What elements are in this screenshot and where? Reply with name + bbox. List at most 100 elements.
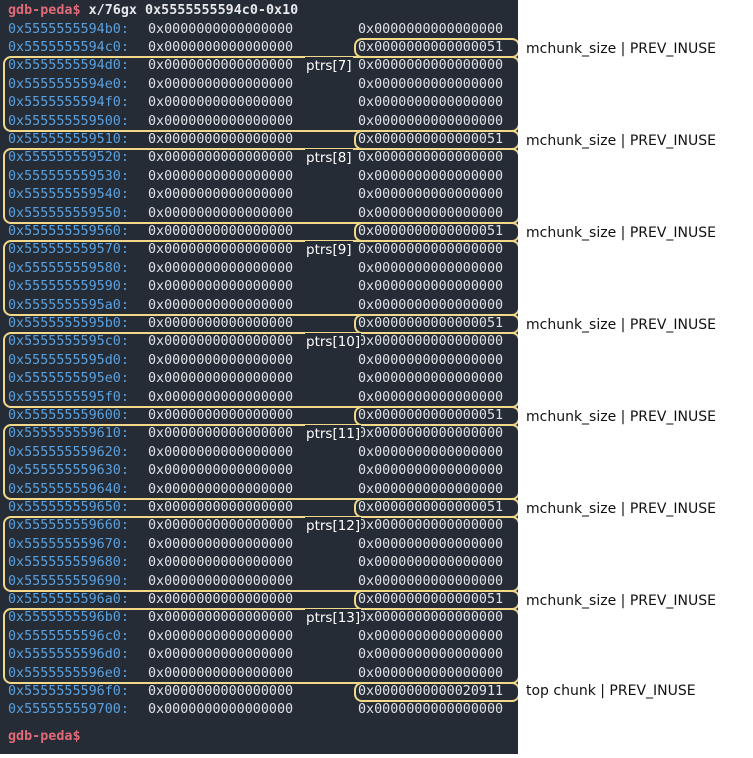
row-address: 0x5555555596c0: <box>8 628 129 644</box>
row-value: 0x0000000000000000 <box>148 591 294 607</box>
gdb-prompt-end: gdb-peda$ <box>8 729 81 744</box>
chunk-label: ptrs[8] <box>305 148 353 167</box>
row-value: 0x0000000000000000 <box>148 334 294 350</box>
row-value: 0x0000000000000000 <box>358 76 504 92</box>
chunk-label: ptrs[12] <box>305 516 362 535</box>
memory-row: 0x5555555594d0: 0x0000000000000000 0x00000… <box>0 57 518 75</box>
row-value: 0x0000000000000000 <box>148 260 294 276</box>
size-note: mchunk_size | PREV_INUSE <box>526 500 716 517</box>
chunk-label: ptrs[7] <box>305 56 353 75</box>
row-value: 0x0000000000000000 <box>148 702 294 718</box>
row-value: 0x0000000000000000 <box>358 297 504 313</box>
row-value: 0x0000000000000051 <box>358 131 504 147</box>
prompt-line[interactable]: gdb-peda$ <box>8 728 81 746</box>
row-value: 0x0000000000000000 <box>358 187 504 203</box>
row-value: 0x0000000000000000 <box>358 58 504 74</box>
row-value: 0x0000000000000000 <box>148 536 294 552</box>
row-value: 0x0000000000000000 <box>358 481 504 497</box>
row-value: 0x0000000000000000 <box>148 463 294 479</box>
gdb-prompt: gdb-peda$ <box>8 3 81 18</box>
memory-row: 0x555555559580: 0x0000000000000000 0x00000… <box>0 260 518 278</box>
row-address: 0x555555559630: <box>8 463 129 479</box>
memory-row: 0x5555555594e0: 0x0000000000000000 0x00000… <box>0 76 518 94</box>
row-address: 0x5555555594b0: <box>8 21 129 37</box>
chunk-label: ptrs[10] <box>305 332 362 351</box>
row-address: 0x555555559700: <box>8 702 129 718</box>
row-address: 0x555555559670: <box>8 536 129 552</box>
row-value: 0x0000000000000000 <box>358 371 504 387</box>
row-address: 0x5555555595f0: <box>8 389 129 405</box>
row-address: 0x5555555595b0: <box>8 315 129 331</box>
row-value: 0x0000000000000000 <box>148 58 294 74</box>
row-address: 0x5555555595d0: <box>8 352 129 368</box>
row-value: 0x0000000000000000 <box>148 518 294 534</box>
row-value: 0x0000000000000000 <box>358 647 504 663</box>
row-address: 0x555555559680: <box>8 555 129 571</box>
row-address: 0x555555559620: <box>8 444 129 460</box>
row-value: 0x0000000000000000 <box>148 499 294 515</box>
row-address: 0x5555555594e0: <box>8 76 129 92</box>
row-address: 0x5555555595a0: <box>8 297 129 313</box>
chunk-label: ptrs[13] <box>305 608 362 627</box>
row-address: 0x555555559610: <box>8 426 129 442</box>
row-address: 0x5555555596e0: <box>8 665 129 681</box>
row-address: 0x5555555596f0: <box>8 683 129 699</box>
row-value: 0x0000000000000000 <box>358 463 504 479</box>
row-value: 0x0000000000000000 <box>358 260 504 276</box>
row-value: 0x0000000000000000 <box>148 407 294 423</box>
row-address: 0x5555555596d0: <box>8 647 129 663</box>
row-value: 0x0000000000000051 <box>358 223 504 239</box>
row-address: 0x555555559530: <box>8 168 129 184</box>
row-value: 0x0000000000000000 <box>358 389 504 405</box>
terminal-window[interactable]: gdb-peda$ x/76gx 0x5555555594c0-0x10 0x5… <box>0 0 518 754</box>
row-value: 0x0000000000000000 <box>148 683 294 699</box>
row-value: 0x0000000000000000 <box>358 242 504 258</box>
row-value: 0x0000000000000000 <box>148 150 294 166</box>
row-address: 0x5555555594d0: <box>8 58 129 74</box>
row-value: 0x0000000000000000 <box>148 371 294 387</box>
row-value: 0x0000000000000000 <box>358 555 504 571</box>
row-value: 0x0000000000000000 <box>358 95 504 111</box>
row-value: 0x0000000000000000 <box>148 444 294 460</box>
row-address: 0x555555559590: <box>8 279 129 295</box>
row-value: 0x0000000000000000 <box>358 444 504 460</box>
row-value: 0x0000000000000000 <box>148 610 294 626</box>
row-value: 0x0000000000000000 <box>358 334 504 350</box>
row-address: 0x555555559580: <box>8 260 129 276</box>
row-address: 0x555555559540: <box>8 187 129 203</box>
row-value: 0x0000000000000000 <box>148 426 294 442</box>
row-value: 0x0000000000000000 <box>148 95 294 111</box>
row-value: 0x0000000000000000 <box>148 187 294 203</box>
row-value: 0x0000000000000000 <box>148 555 294 571</box>
row-value: 0x0000000000000000 <box>148 113 294 129</box>
row-address: 0x555555559650: <box>8 499 129 515</box>
command-line: gdb-peda$ x/76gx 0x5555555594c0-0x10 <box>8 2 298 20</box>
row-address: 0x555555559600: <box>8 407 129 423</box>
row-value: 0x0000000000000000 <box>358 628 504 644</box>
size-note: mchunk_size | PREV_INUSE <box>526 592 716 609</box>
row-value: 0x0000000000000000 <box>148 76 294 92</box>
row-value: 0x0000000000000000 <box>148 168 294 184</box>
memory-row: 0x555555559630: 0x0000000000000000 0x00000… <box>0 462 518 480</box>
